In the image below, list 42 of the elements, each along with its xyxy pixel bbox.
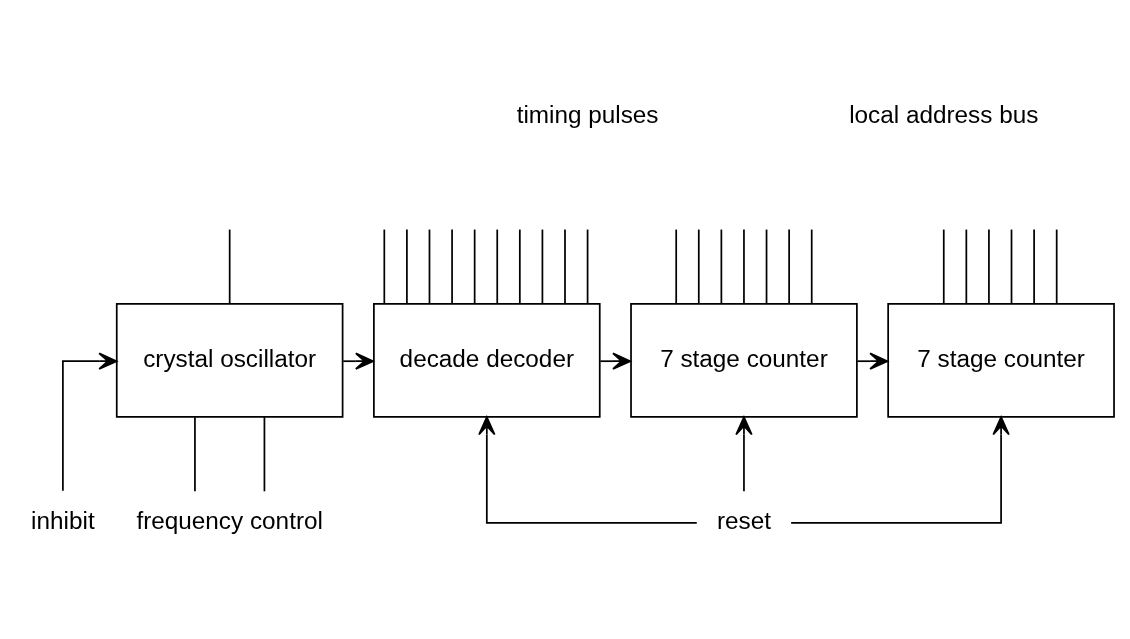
connector	[697, 228, 700, 305]
connector	[965, 228, 968, 305]
node-text: frequency control	[136, 507, 323, 535]
connector	[743, 228, 745, 305]
label: timing pulses	[516, 100, 659, 128]
connector	[810, 228, 813, 305]
connector	[675, 228, 678, 305]
arrow	[342, 352, 375, 370]
node-box: 7 stage counter	[630, 303, 858, 418]
connector	[564, 228, 566, 305]
connector	[1010, 228, 1013, 305]
connector	[451, 228, 453, 305]
connector	[988, 228, 990, 305]
node-text: inhibit	[31, 507, 95, 535]
label: local address bus	[849, 100, 1039, 128]
node-text: reset	[716, 507, 771, 535]
arrow	[599, 352, 632, 370]
connector	[406, 228, 408, 305]
node-box: crystal oscillator	[115, 303, 344, 418]
connector	[194, 416, 196, 493]
connector	[518, 228, 521, 305]
connector	[541, 228, 544, 305]
connector	[228, 228, 231, 305]
connector	[788, 228, 790, 305]
connector	[720, 228, 723, 305]
node-box: 7 stage counter	[887, 303, 1115, 418]
connector	[263, 416, 266, 493]
arrow	[735, 416, 753, 493]
connector	[1055, 228, 1058, 305]
node-box: decade decoder	[373, 303, 601, 418]
arrow	[62, 352, 118, 492]
arrow	[478, 416, 698, 524]
arrow	[856, 352, 889, 370]
connector	[428, 228, 431, 305]
connector	[942, 228, 945, 305]
connector	[496, 228, 499, 305]
connector	[1033, 228, 1035, 305]
connector	[765, 228, 768, 305]
arrow	[790, 416, 1010, 524]
connector	[383, 228, 386, 305]
connector	[586, 228, 589, 305]
connector	[473, 228, 476, 305]
